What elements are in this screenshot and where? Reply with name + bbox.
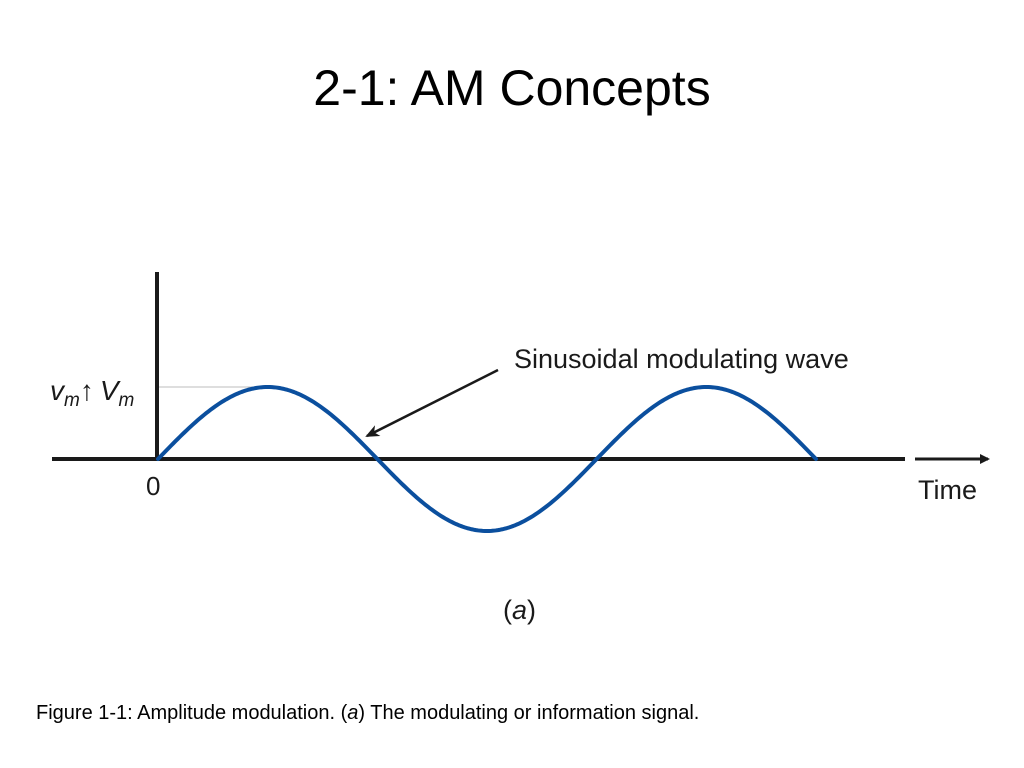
- amplitude-label-v: V: [100, 375, 121, 406]
- caption-suffix: ) The modulating or information signal.: [358, 702, 700, 724]
- y-axis-label-v: v: [50, 375, 66, 406]
- origin-label: 0: [146, 471, 160, 501]
- wave-annotation: Sinusoidal modulating wave: [514, 344, 849, 374]
- sinusoidal-wave: [156, 385, 818, 533]
- caption-italic: a: [347, 702, 359, 724]
- caption-prefix: Figure 1-1: Amplitude modulation. (: [36, 702, 348, 724]
- figure-caption: Figure 1-1: Amplitude modulation. (a) Th…: [36, 700, 699, 726]
- slide-title: 2-1: AM Concepts: [313, 60, 711, 116]
- panel-label: (a): [503, 595, 536, 625]
- y-axis-label: vm↑Vm: [50, 375, 134, 411]
- x-axis-label: Time: [918, 475, 977, 505]
- annotation-arrow: [365, 368, 499, 438]
- amplitude-label-sub: m: [119, 390, 135, 411]
- y-axis-label-sub: m: [64, 390, 80, 411]
- modulating-wave-figure: Sinusoidal modulating wave vm↑Vm 0 Time …: [50, 272, 990, 625]
- y-axis-label-arrow: ↑: [80, 375, 94, 406]
